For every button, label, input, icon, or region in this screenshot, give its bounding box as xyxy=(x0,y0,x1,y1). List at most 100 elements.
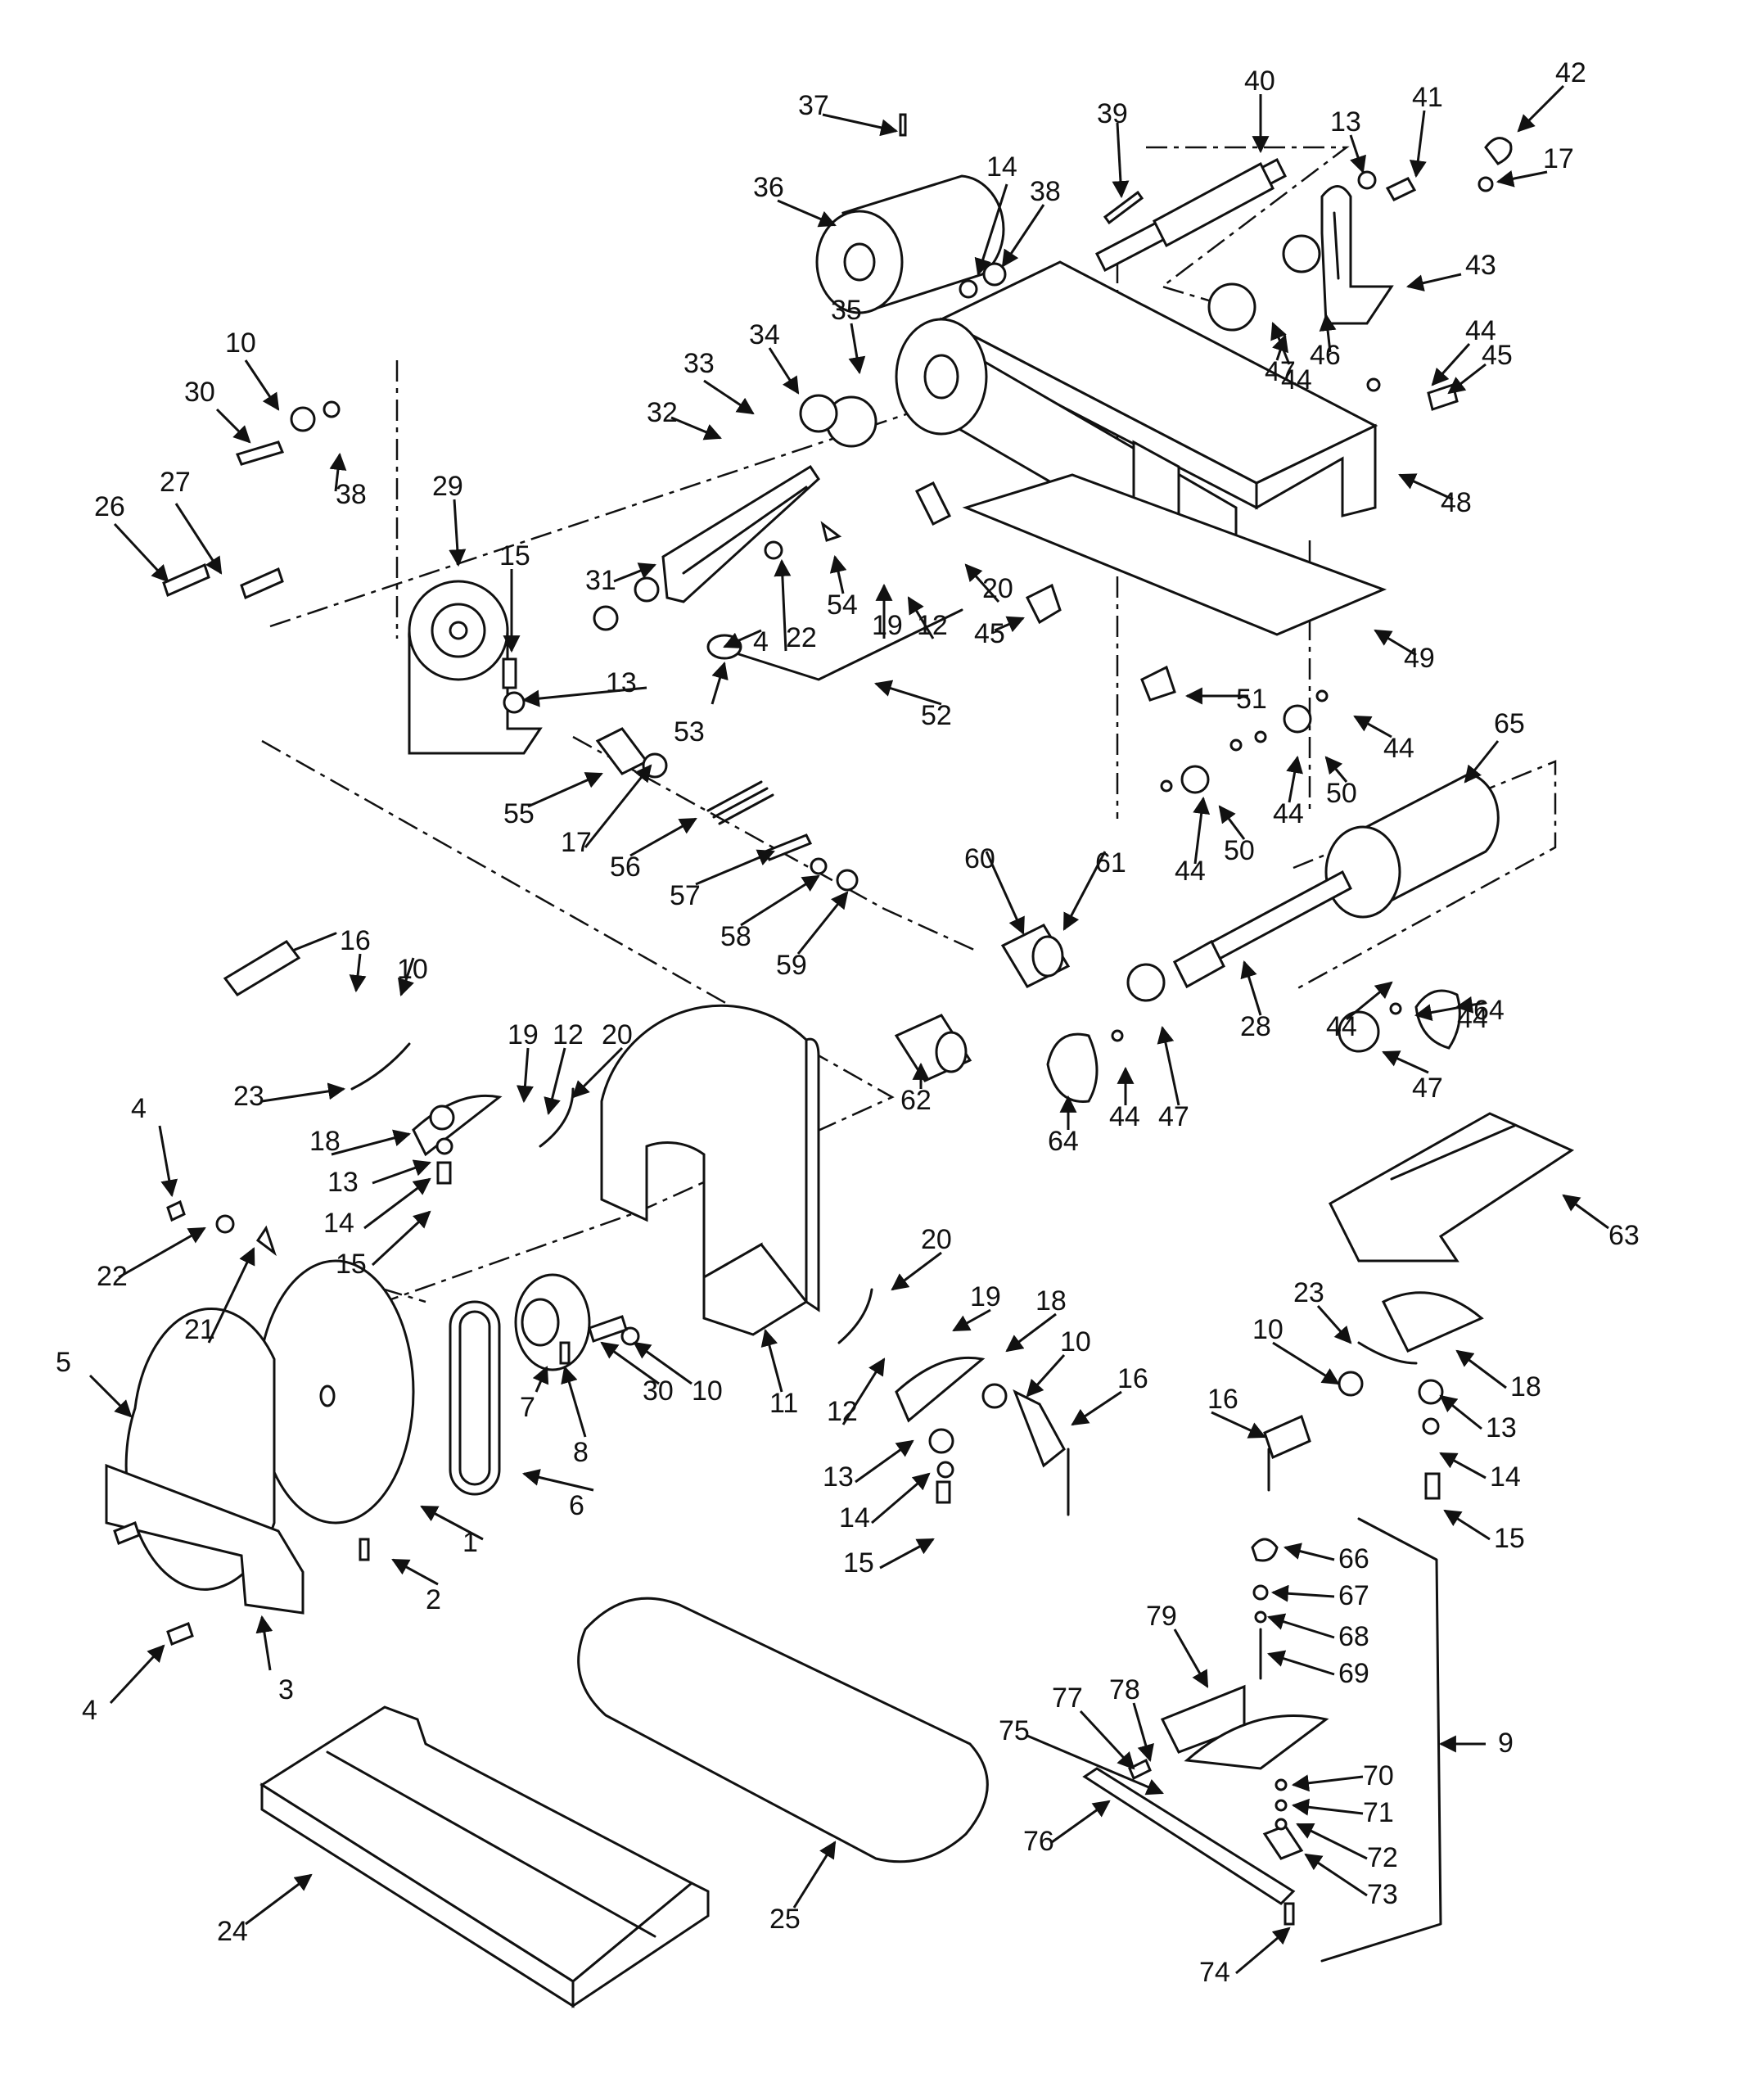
callout-65: 65 xyxy=(1494,708,1525,739)
callout-44: 44 xyxy=(1175,856,1206,887)
arc-20-mid xyxy=(837,1288,873,1344)
guard-18-right xyxy=(1381,1291,1484,1353)
leader-arrow xyxy=(391,1558,439,1586)
callout-58: 58 xyxy=(720,921,751,952)
callout-23: 23 xyxy=(233,1081,264,1112)
callout-30: 30 xyxy=(184,377,215,408)
callout-32: 32 xyxy=(647,397,678,428)
callout-50: 50 xyxy=(1326,778,1357,809)
leader-arrow xyxy=(740,874,820,927)
callout-29: 29 xyxy=(432,471,463,502)
leader-arrow xyxy=(670,416,722,440)
leader-arrow xyxy=(521,1469,594,1492)
leader-arrow xyxy=(449,499,467,567)
spring-56-pin-57 xyxy=(706,780,859,892)
callout-27: 27 xyxy=(160,467,191,498)
callout-23: 23 xyxy=(1293,1277,1324,1308)
leader-arrow xyxy=(1157,1025,1180,1106)
callout-14: 14 xyxy=(1490,1461,1521,1493)
leader-arrow xyxy=(1316,1305,1352,1344)
leader-arrow xyxy=(974,183,1008,277)
callout-10: 10 xyxy=(692,1376,723,1407)
leader-arrow xyxy=(584,764,652,848)
callout-34: 34 xyxy=(749,319,780,350)
callout-41: 41 xyxy=(1412,82,1443,113)
callout-54: 54 xyxy=(827,590,858,621)
leader-arrow xyxy=(516,1047,534,1104)
leader-arrow xyxy=(527,772,603,808)
leader-arrow xyxy=(349,953,367,993)
leader-arrow xyxy=(329,452,347,492)
leader-arrow xyxy=(1324,756,1348,783)
callout-leaders xyxy=(88,84,1609,1975)
callout-76: 76 xyxy=(1023,1826,1054,1857)
drum-65-shaft-28 xyxy=(1173,772,1500,989)
table-24 xyxy=(259,1705,710,2008)
leader-arrow xyxy=(1431,342,1471,386)
leader-arrow xyxy=(703,379,755,415)
callout-21: 21 xyxy=(184,1314,215,1345)
disc-1 xyxy=(256,1259,415,1525)
leader-arrow xyxy=(994,616,1025,633)
leader-arrow xyxy=(613,562,656,583)
guard-18-mid xyxy=(895,1356,986,1423)
leader-arrow xyxy=(633,1341,693,1385)
callout-13: 13 xyxy=(606,667,637,698)
callout-50: 50 xyxy=(1224,835,1255,866)
plate-49 xyxy=(962,473,1387,636)
leader-arrow xyxy=(88,1374,133,1418)
leader-arrow xyxy=(907,596,935,639)
leader-arrow xyxy=(774,558,792,652)
leader-arrow xyxy=(1286,755,1303,803)
leader-arrow xyxy=(768,347,800,395)
callout-44: 44 xyxy=(1281,364,1312,395)
leader-arrow xyxy=(1272,1341,1340,1385)
leader-arrow xyxy=(600,1341,660,1385)
leader-arrow xyxy=(879,1538,935,1570)
leader-arrow xyxy=(1079,1710,1135,1770)
callout-66: 66 xyxy=(1338,1543,1369,1574)
callout-20: 20 xyxy=(982,573,1013,604)
callout-35: 35 xyxy=(831,295,862,326)
leader-arrow xyxy=(113,522,169,583)
callout-38: 38 xyxy=(336,479,367,510)
leader-arrow xyxy=(521,686,647,707)
callout-11: 11 xyxy=(769,1388,798,1419)
callout-13: 13 xyxy=(823,1461,854,1493)
leader-arrow xyxy=(544,1047,566,1116)
leader-arrow xyxy=(1455,1349,1507,1389)
leader-arrow xyxy=(174,503,223,575)
leader-arrow xyxy=(760,1328,783,1393)
callout-14: 14 xyxy=(839,1502,870,1534)
callout-7: 7 xyxy=(520,1392,535,1423)
leader-arrow xyxy=(1272,334,1288,361)
leader-arrow xyxy=(1291,1774,1364,1792)
leader-arrow xyxy=(855,1439,914,1484)
callout-12: 12 xyxy=(553,1019,584,1050)
leader-arrow xyxy=(244,359,280,411)
callout-4: 4 xyxy=(82,1695,97,1726)
callout-59: 59 xyxy=(776,950,807,981)
callout-67: 67 xyxy=(1338,1580,1369,1611)
leader-arrow xyxy=(372,1159,431,1185)
callout-53: 53 xyxy=(674,716,705,748)
callout-17: 17 xyxy=(561,827,592,858)
leader-arrow xyxy=(1464,740,1500,784)
part-drawings xyxy=(105,113,1575,2008)
leader-arrow xyxy=(1051,1800,1111,1844)
sanding-belt-25 xyxy=(577,1597,989,1863)
callout-44: 44 xyxy=(1457,1003,1488,1034)
callout-44: 44 xyxy=(1465,315,1496,346)
callout-31: 31 xyxy=(585,565,616,596)
leader-arrow xyxy=(1398,473,1454,501)
callout-44: 44 xyxy=(1109,1101,1140,1132)
leader-arrow xyxy=(1112,122,1130,199)
leader-arrow xyxy=(331,1129,412,1156)
callout-10: 10 xyxy=(225,328,256,359)
callout-47: 47 xyxy=(1412,1073,1443,1104)
callout-36: 36 xyxy=(753,172,784,203)
leader-arrow xyxy=(723,629,762,648)
bracket-9 xyxy=(1320,1517,1442,1963)
leader-arrow xyxy=(822,113,899,137)
leader-arrow xyxy=(1240,960,1262,1016)
